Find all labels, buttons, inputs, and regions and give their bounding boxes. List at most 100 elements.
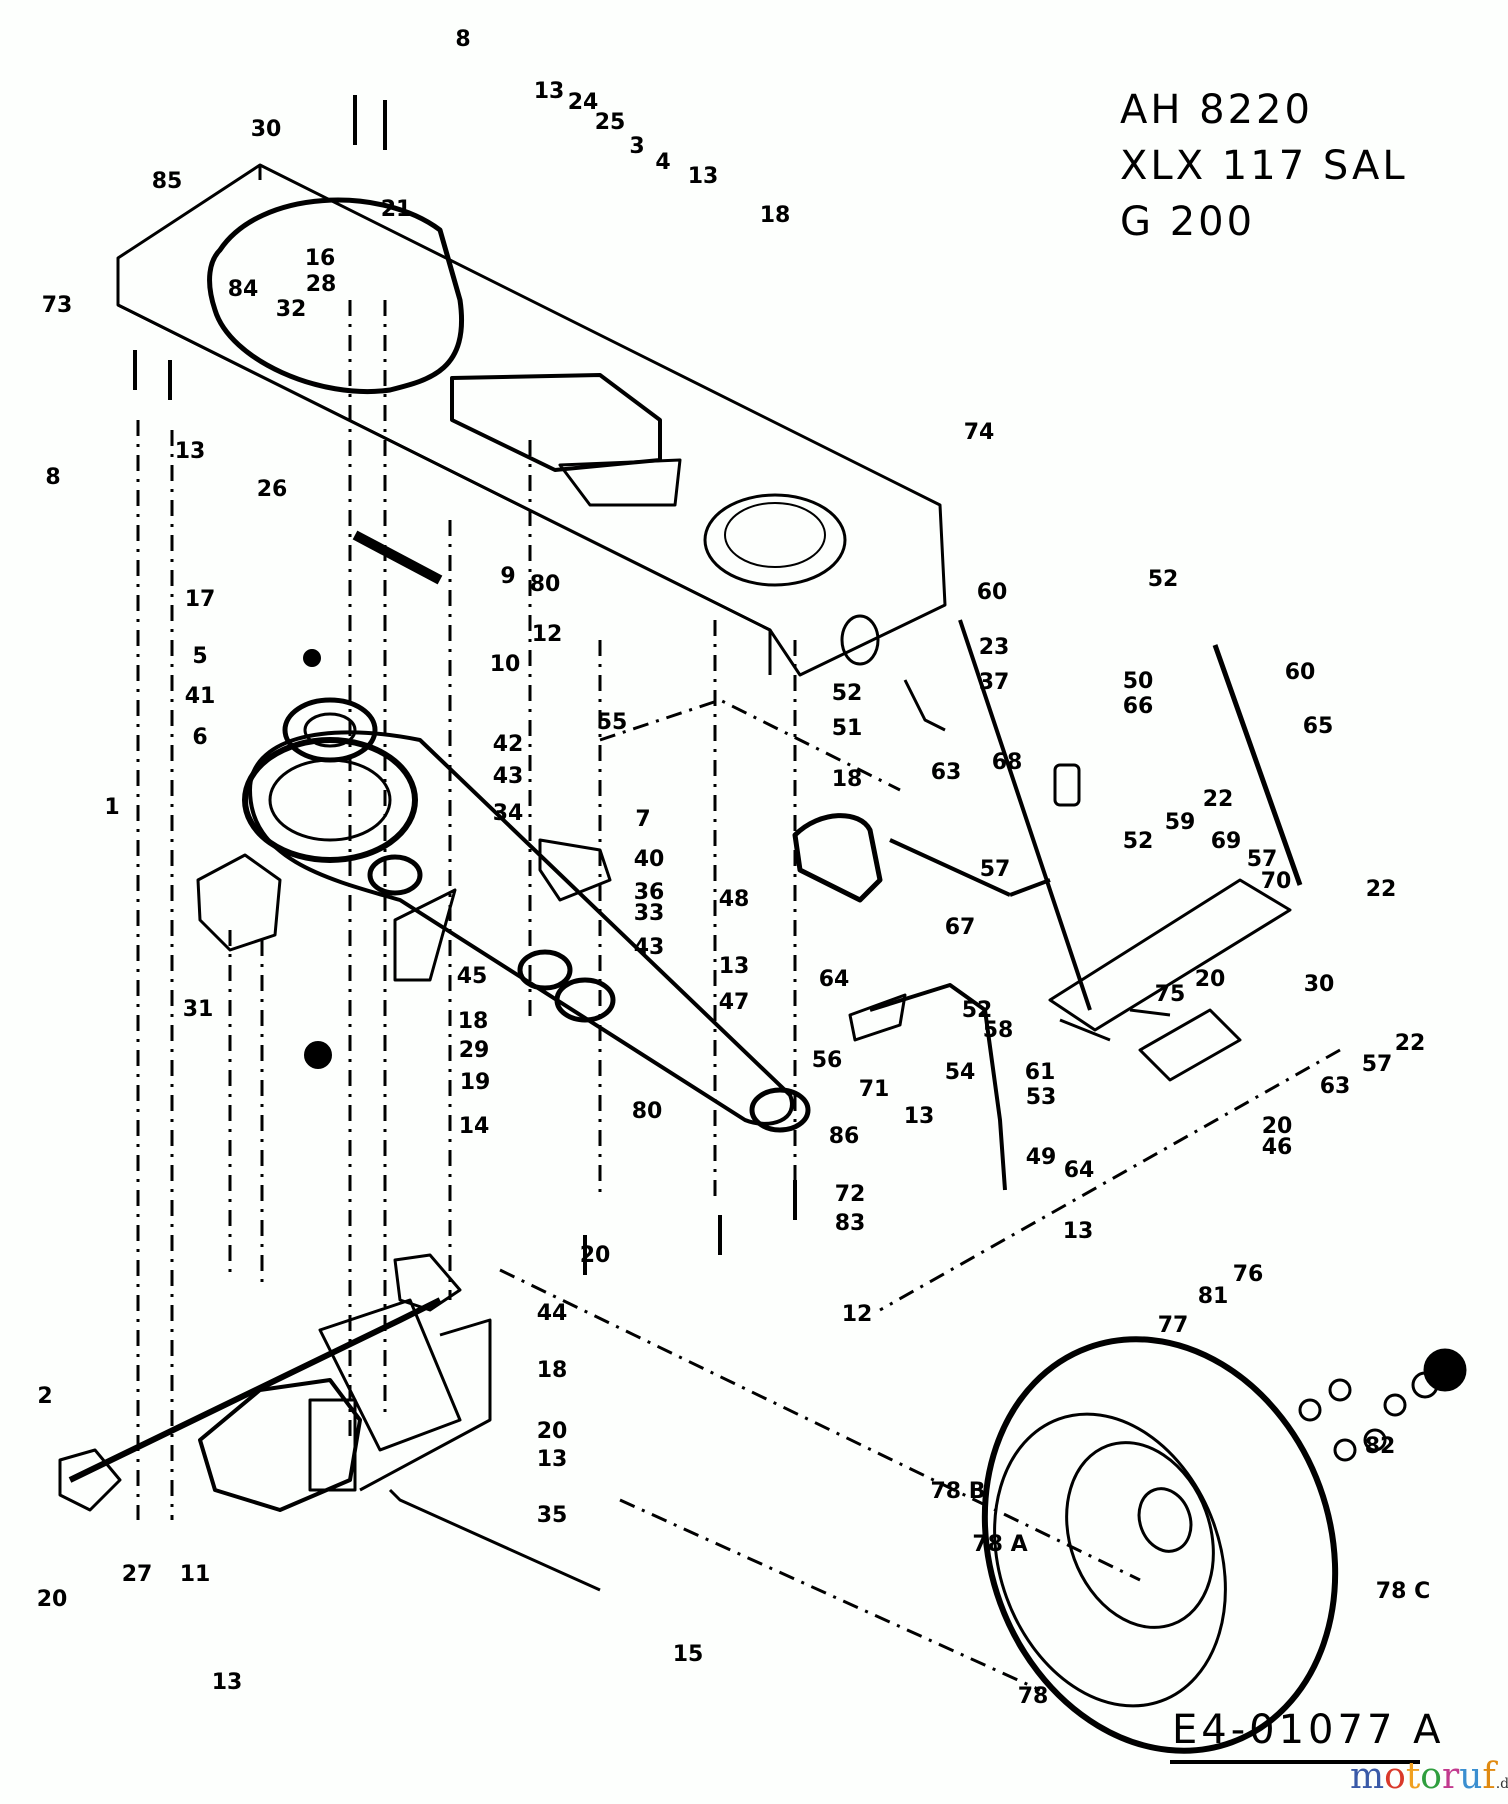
idler-bracket: [538, 838, 612, 902]
part-callout: 84: [227, 277, 259, 302]
part-callout: 40: [633, 847, 665, 872]
part-callout: 13: [533, 79, 565, 104]
part-callout: 13: [174, 439, 206, 464]
part-callout: 49: [1025, 1145, 1057, 1170]
part-callout: 15: [672, 1642, 704, 1667]
part-callout: 57: [979, 857, 1011, 882]
part-callout: 14: [458, 1114, 490, 1139]
part-callout: 57: [1361, 1052, 1393, 1077]
watermark-letter: u: [1459, 1756, 1483, 1797]
part-callout: 46: [1261, 1135, 1293, 1160]
part-callout: 18: [457, 1009, 489, 1034]
part-callout: 69: [1210, 829, 1242, 854]
belt-guide-wire: [207, 197, 464, 394]
pulley-assembly: [242, 697, 811, 1133]
hardware: [133, 95, 797, 1275]
model-line-3: G 200: [1120, 199, 1256, 245]
part-callout: 63: [930, 760, 962, 785]
part-callout: 53: [1025, 1085, 1057, 1110]
part-callout: 34: [492, 801, 524, 826]
part-callout: 41: [184, 684, 216, 709]
part-callout: 13: [718, 954, 750, 979]
part-callout: 52: [1122, 829, 1154, 854]
part-callout: 68: [991, 750, 1023, 775]
part-callout: 75: [1154, 982, 1186, 1007]
part-callout: 85: [151, 169, 183, 194]
part-callout: 29: [458, 1038, 490, 1063]
part-callout: 82: [1364, 1434, 1396, 1459]
part-callout: 63: [1319, 1074, 1351, 1099]
part-callout: 8: [455, 27, 471, 52]
part-callout: 72: [834, 1182, 866, 1207]
part-callout: 25: [594, 110, 626, 135]
part-callout: 7: [635, 807, 651, 832]
part-callout: 43: [633, 935, 665, 960]
part-callout: 37: [978, 670, 1010, 695]
part-callout: 64: [1063, 1158, 1095, 1183]
drive-belt: [248, 730, 794, 1126]
part-callout: 21: [380, 197, 412, 222]
part-callout: 13: [1062, 1219, 1094, 1244]
part-callout: 13: [536, 1447, 568, 1472]
part-callout: 54: [944, 1060, 976, 1085]
part-callout: 18: [831, 767, 863, 792]
part-callout: 86: [828, 1124, 860, 1149]
part-callout: 42: [492, 732, 524, 757]
part-callout: 28: [305, 272, 337, 297]
part-callout: 5: [192, 644, 208, 669]
watermark-letter: t: [1405, 1756, 1421, 1797]
part-callout: 47: [718, 990, 750, 1015]
part-callout: 3: [629, 134, 645, 159]
chassis-frame: [116, 163, 947, 677]
part-callout: 36: [633, 880, 665, 905]
part-callout: 12: [841, 1302, 873, 1327]
spring-part-26: [352, 530, 443, 585]
assembly-lines: [136, 300, 1341, 1692]
part-callout: 60: [976, 580, 1008, 605]
rear-wheel: [981, 1336, 1467, 1754]
part-callout: 80: [631, 1099, 663, 1124]
part-callout: 56: [811, 1048, 843, 1073]
part-callout: 70: [1260, 869, 1292, 894]
part-callout: 23: [978, 635, 1010, 660]
part-callout: 30: [250, 117, 282, 142]
part-callout: 6: [192, 725, 208, 750]
part-callout: 12: [531, 622, 563, 647]
part-callout: 83: [834, 1211, 866, 1236]
part-callout: 78 C: [1375, 1579, 1431, 1604]
watermark-logo: motoruf.de: [1350, 1756, 1508, 1797]
part-callout: 8: [45, 465, 61, 490]
bracket-45: [393, 888, 457, 982]
part-callout: 19: [459, 1070, 491, 1095]
watermark-letter: o: [1420, 1756, 1442, 1797]
part-callout: 77: [1157, 1313, 1189, 1338]
part-callout: 74: [963, 420, 995, 445]
part-callout: 27: [121, 1562, 153, 1587]
part-callout: 9: [500, 564, 516, 589]
part-callout: 80: [529, 572, 561, 597]
model-line-2: XLX 117 SAL: [1120, 143, 1408, 189]
watermark-letter: f: [1482, 1756, 1496, 1797]
part-callout: 13: [903, 1104, 935, 1129]
part-callout: 52: [1147, 567, 1179, 592]
part-callout: 2: [37, 1384, 53, 1409]
part-callout: 35: [536, 1503, 568, 1528]
watermark-letter: r: [1441, 1756, 1460, 1797]
part-callout: 4: [655, 150, 671, 175]
part-callout: 22: [1202, 787, 1234, 812]
watermark-tld: .de: [1495, 1776, 1508, 1792]
part-callout: 18: [759, 203, 791, 228]
part-callout: 43: [492, 764, 524, 789]
model-line-1: AH 8220: [1120, 87, 1313, 133]
part-callout: 76: [1232, 1262, 1264, 1287]
part-callout: 18: [536, 1358, 568, 1383]
part-callout: 50: [1122, 669, 1154, 694]
part-callout: 17: [184, 587, 216, 612]
part-callout: 22: [1365, 877, 1397, 902]
part-callout: 22: [1394, 1031, 1426, 1056]
part-callout: 61: [1024, 1060, 1056, 1085]
part-callout: 67: [944, 915, 976, 940]
part-callout: 33: [633, 901, 665, 926]
part-callout: 52: [831, 681, 863, 706]
